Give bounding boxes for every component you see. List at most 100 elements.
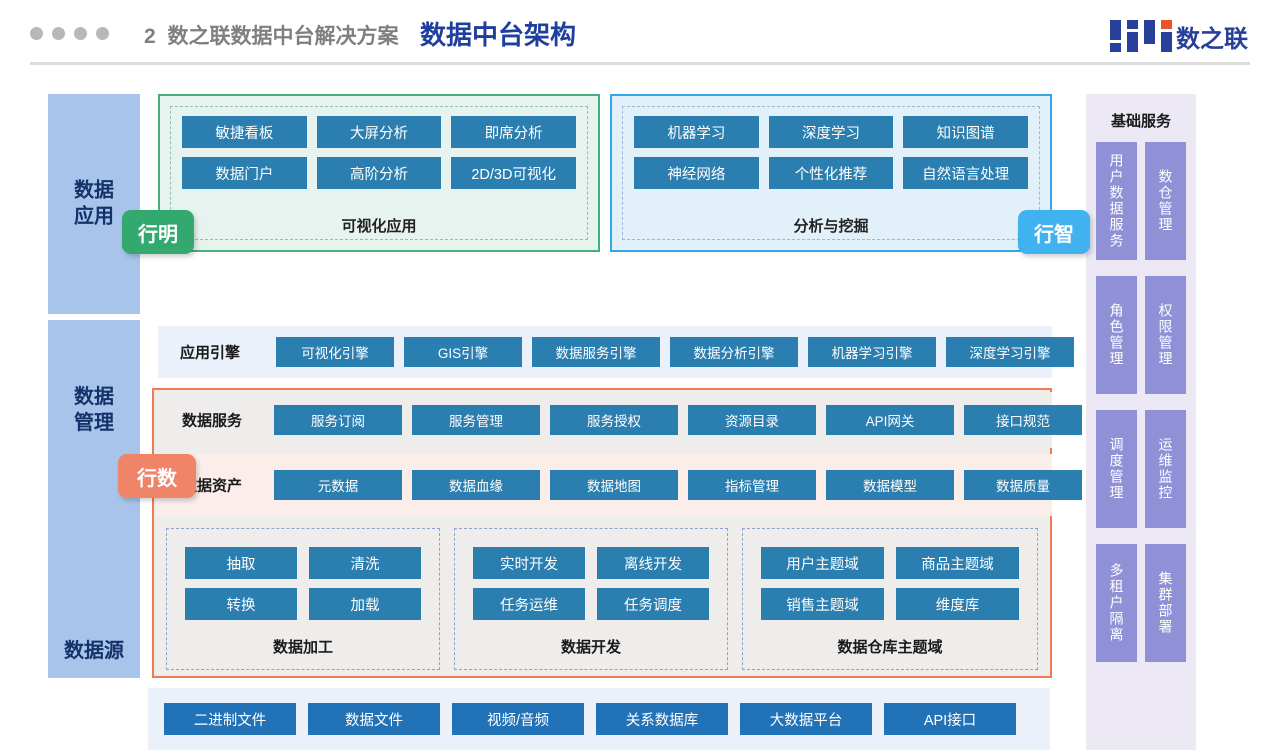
tile-sub1-0[interactable]: 实时开发 — [473, 547, 585, 579]
badge-xingming: 行明 — [122, 210, 194, 254]
dot-4 — [96, 27, 109, 40]
tile-asset-1[interactable]: 数据血缘 — [412, 470, 540, 500]
visualization-caption: 可视化应用 — [341, 218, 417, 235]
rail-mgmt-line2: 管理 — [74, 412, 114, 435]
tile-sub0-3[interactable]: 加载 — [309, 588, 421, 620]
tile-sub1-1[interactable]: 离线开发 — [597, 547, 709, 579]
sub-block-1-tiles: 实时开发 离线开发 任务运维 任务调度 — [473, 547, 709, 620]
tile-sub0-1[interactable]: 清洗 — [309, 547, 421, 579]
tile-service-4[interactable]: API网关 — [826, 405, 954, 435]
tile-service-0[interactable]: 服务订阅 — [274, 405, 402, 435]
brand-logo: 数之联 — [1110, 16, 1248, 56]
page-title: 数据中台架构 — [420, 20, 577, 50]
tile-service-2[interactable]: 服务授权 — [550, 405, 678, 435]
tile-engine-1[interactable]: GIS引擎 — [404, 337, 522, 367]
data-service-label: 数据服务 — [182, 412, 243, 430]
tile-engine-3[interactable]: 数据分析引擎 — [670, 337, 798, 367]
app-engine-tiles: 可视化引擎 GIS引擎 数据服务引擎 数据分析引擎 机器学习引擎 深度学习引擎 — [276, 337, 1074, 367]
tile-sub1-3[interactable]: 任务调度 — [597, 588, 709, 620]
data-asset-row: 数据资产 元数据 数据血缘 数据地图 指标管理 数据模型 数据质量 — [156, 454, 1082, 516]
tile-source-1[interactable]: 数据文件 — [308, 703, 440, 735]
sub-block-data-development: 实时开发 离线开发 任务运维 任务调度 数据开发 — [454, 528, 728, 670]
tile-source-4[interactable]: 大数据平台 — [740, 703, 872, 735]
tile-engine-0[interactable]: 可视化引擎 — [276, 337, 394, 367]
breadcrumb-label: 数之联数据中台解决方案 — [167, 25, 399, 48]
section-number: 2 — [144, 25, 156, 48]
tile-service-1[interactable]: 服务管理 — [412, 405, 540, 435]
data-service-row: 数据服务 服务订阅 服务管理 服务授权 资源目录 API网关 接口规范 — [156, 392, 1082, 448]
logo-text: 数之联 — [1176, 25, 1248, 53]
visualization-tiles: 敏捷看板 大屏分析 即席分析 数据门户 高阶分析 2D/3D可视化 — [182, 116, 576, 189]
tile-basic-2[interactable]: 角色管理 — [1096, 276, 1137, 394]
rail-source-label: 数据源 — [64, 639, 124, 662]
tile-sub2-1[interactable]: 商品主题域 — [896, 547, 1019, 579]
app-engine-row: 应用引擎 可视化引擎 GIS引擎 数据服务引擎 数据分析引擎 机器学习引擎 深度… — [158, 326, 1074, 378]
tile-asset-4[interactable]: 数据模型 — [826, 470, 954, 500]
tile-visualization-5[interactable]: 2D/3D可视化 — [451, 157, 576, 189]
sub-block-data-warehouse: 用户主题域 商品主题域 销售主题域 维度库 数据仓库主题域 — [742, 528, 1038, 670]
badge-xingshu: 行数 — [118, 454, 196, 498]
tile-source-5[interactable]: API接口 — [884, 703, 1016, 735]
tile-sub2-0[interactable]: 用户主题域 — [761, 547, 884, 579]
dot-1 — [30, 27, 43, 40]
tile-visualization-4[interactable]: 高阶分析 — [316, 157, 442, 189]
data-source-tiles: 二进制文件 数据文件 视频/音频 关系数据库 大数据平台 API接口 — [164, 703, 1016, 735]
tile-sub0-2[interactable]: 转换 — [185, 588, 297, 620]
tile-asset-5[interactable]: 数据质量 — [964, 470, 1082, 500]
header-divider — [30, 62, 1250, 65]
data-service-tiles: 服务订阅 服务管理 服务授权 资源目录 API网关 接口规范 — [274, 405, 1082, 435]
tile-visualization-0[interactable]: 敏捷看板 — [182, 116, 307, 148]
sub-block-1-caption: 数据开发 — [560, 639, 621, 656]
sub-block-data-processing: 抽取 清洗 转换 加载 数据加工 — [166, 528, 440, 670]
sub-block-2-caption: 数据仓库主题域 — [837, 639, 943, 656]
logo-mark-icon — [1110, 16, 1172, 56]
tile-sub1-2[interactable]: 任务运维 — [473, 588, 585, 620]
tile-source-0[interactable]: 二进制文件 — [164, 703, 296, 735]
rail-data-application: 数据 应用 — [48, 94, 140, 314]
tile-asset-0[interactable]: 元数据 — [274, 470, 402, 500]
dot-2 — [52, 27, 65, 40]
header-dots — [30, 27, 109, 40]
tile-basic-4[interactable]: 调度管理 — [1096, 410, 1137, 528]
tile-analysis-0[interactable]: 机器学习 — [634, 116, 759, 148]
tile-asset-3[interactable]: 指标管理 — [688, 470, 816, 500]
badge-xingzhi: 行智 — [1018, 210, 1090, 254]
visualization-section: 敏捷看板 大屏分析 即席分析 数据门户 高阶分析 2D/3D可视化 可视化应用 — [158, 94, 600, 252]
tile-service-3[interactable]: 资源目录 — [688, 405, 816, 435]
tile-basic-7[interactable]: 集群部署 — [1145, 544, 1186, 662]
sub-block-2-tiles: 用户主题域 商品主题域 销售主题域 维度库 — [761, 547, 1019, 620]
tile-asset-2[interactable]: 数据地图 — [550, 470, 678, 500]
tile-basic-6[interactable]: 多租户隔离 — [1096, 544, 1137, 662]
tile-basic-0[interactable]: 用户数据服务 — [1096, 142, 1137, 260]
tile-sub2-3[interactable]: 维度库 — [896, 588, 1019, 620]
breadcrumb: 2 数之联数据中台解决方案 — [144, 20, 399, 50]
tile-visualization-3[interactable]: 数据门户 — [182, 157, 307, 189]
tile-basic-5[interactable]: 运维监控 — [1145, 410, 1186, 528]
sub-block-0-tiles: 抽取 清洗 转换 加载 — [185, 547, 421, 620]
tile-basic-1[interactable]: 数仓管理 — [1145, 142, 1186, 260]
tile-analysis-3[interactable]: 神经网络 — [634, 157, 759, 189]
tile-service-5[interactable]: 接口规范 — [964, 405, 1082, 435]
app-engine-label: 应用引擎 — [180, 344, 241, 362]
data-asset-tiles: 元数据 数据血缘 数据地图 指标管理 数据模型 数据质量 — [274, 470, 1082, 500]
tile-source-2[interactable]: 视频/音频 — [452, 703, 584, 735]
rail-app-line2: 应用 — [74, 206, 114, 228]
tile-engine-4[interactable]: 机器学习引擎 — [808, 337, 936, 367]
tile-basic-3[interactable]: 权限管理 — [1145, 276, 1186, 394]
dot-3 — [74, 27, 87, 40]
analysis-caption: 分析与挖掘 — [793, 218, 869, 235]
tile-engine-2[interactable]: 数据服务引擎 — [532, 337, 660, 367]
tile-sub0-0[interactable]: 抽取 — [185, 547, 297, 579]
basic-services-title: 基础服务 — [1110, 113, 1171, 130]
architecture-diagram: 数据 应用 数据 管理 数据源 敏捷看板 大屏分析 即席分析 数据门户 高阶分析… — [0, 68, 1280, 750]
tile-visualization-1[interactable]: 大屏分析 — [316, 116, 442, 148]
tile-analysis-1[interactable]: 深度学习 — [768, 116, 894, 148]
tile-analysis-5[interactable]: 自然语言处理 — [903, 157, 1028, 189]
basic-services-sidebar: 基础服务 用户数据服务 数仓管理 角色管理 权限管理 调度管理 运维监控 多租户… — [1086, 94, 1196, 750]
tile-visualization-2[interactable]: 即席分析 — [451, 116, 576, 148]
tile-analysis-2[interactable]: 知识图谱 — [903, 116, 1028, 148]
tile-sub2-2[interactable]: 销售主题域 — [761, 588, 884, 620]
tile-analysis-4[interactable]: 个性化推荐 — [768, 157, 894, 189]
tile-engine-5[interactable]: 深度学习引擎 — [946, 337, 1074, 367]
tile-source-3[interactable]: 关系数据库 — [596, 703, 728, 735]
